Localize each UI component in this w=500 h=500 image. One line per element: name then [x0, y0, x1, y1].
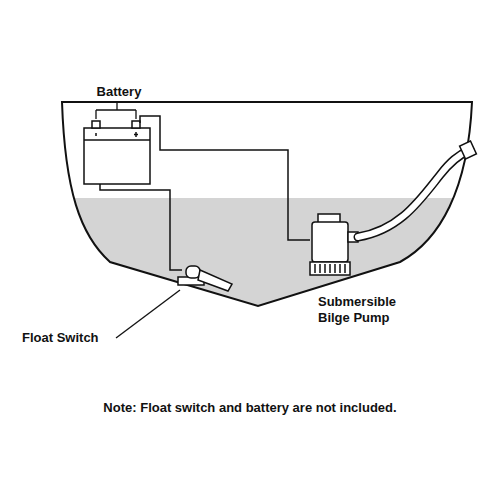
battery-symbol [84, 121, 150, 184]
note-text: Note: Float switch and battery are not i… [10, 400, 490, 416]
discharge-hose [358, 150, 470, 237]
hull-outline [62, 102, 472, 306]
discharge-hose-inner [358, 150, 470, 237]
switch-wire [100, 184, 182, 270]
part-label: Submersible Bilge Pump [318, 294, 428, 325]
leader-line [96, 101, 136, 119]
pump-wire [140, 116, 310, 240]
leader-line [116, 290, 180, 338]
bilge-water [0, 198, 500, 398]
part-label: Battery [84, 84, 154, 100]
float-switch-symbol [178, 266, 232, 291]
bilge-pump-symbol [310, 214, 358, 275]
part-label: Float Switch [22, 330, 114, 346]
thru-hull-fitting [460, 141, 477, 159]
